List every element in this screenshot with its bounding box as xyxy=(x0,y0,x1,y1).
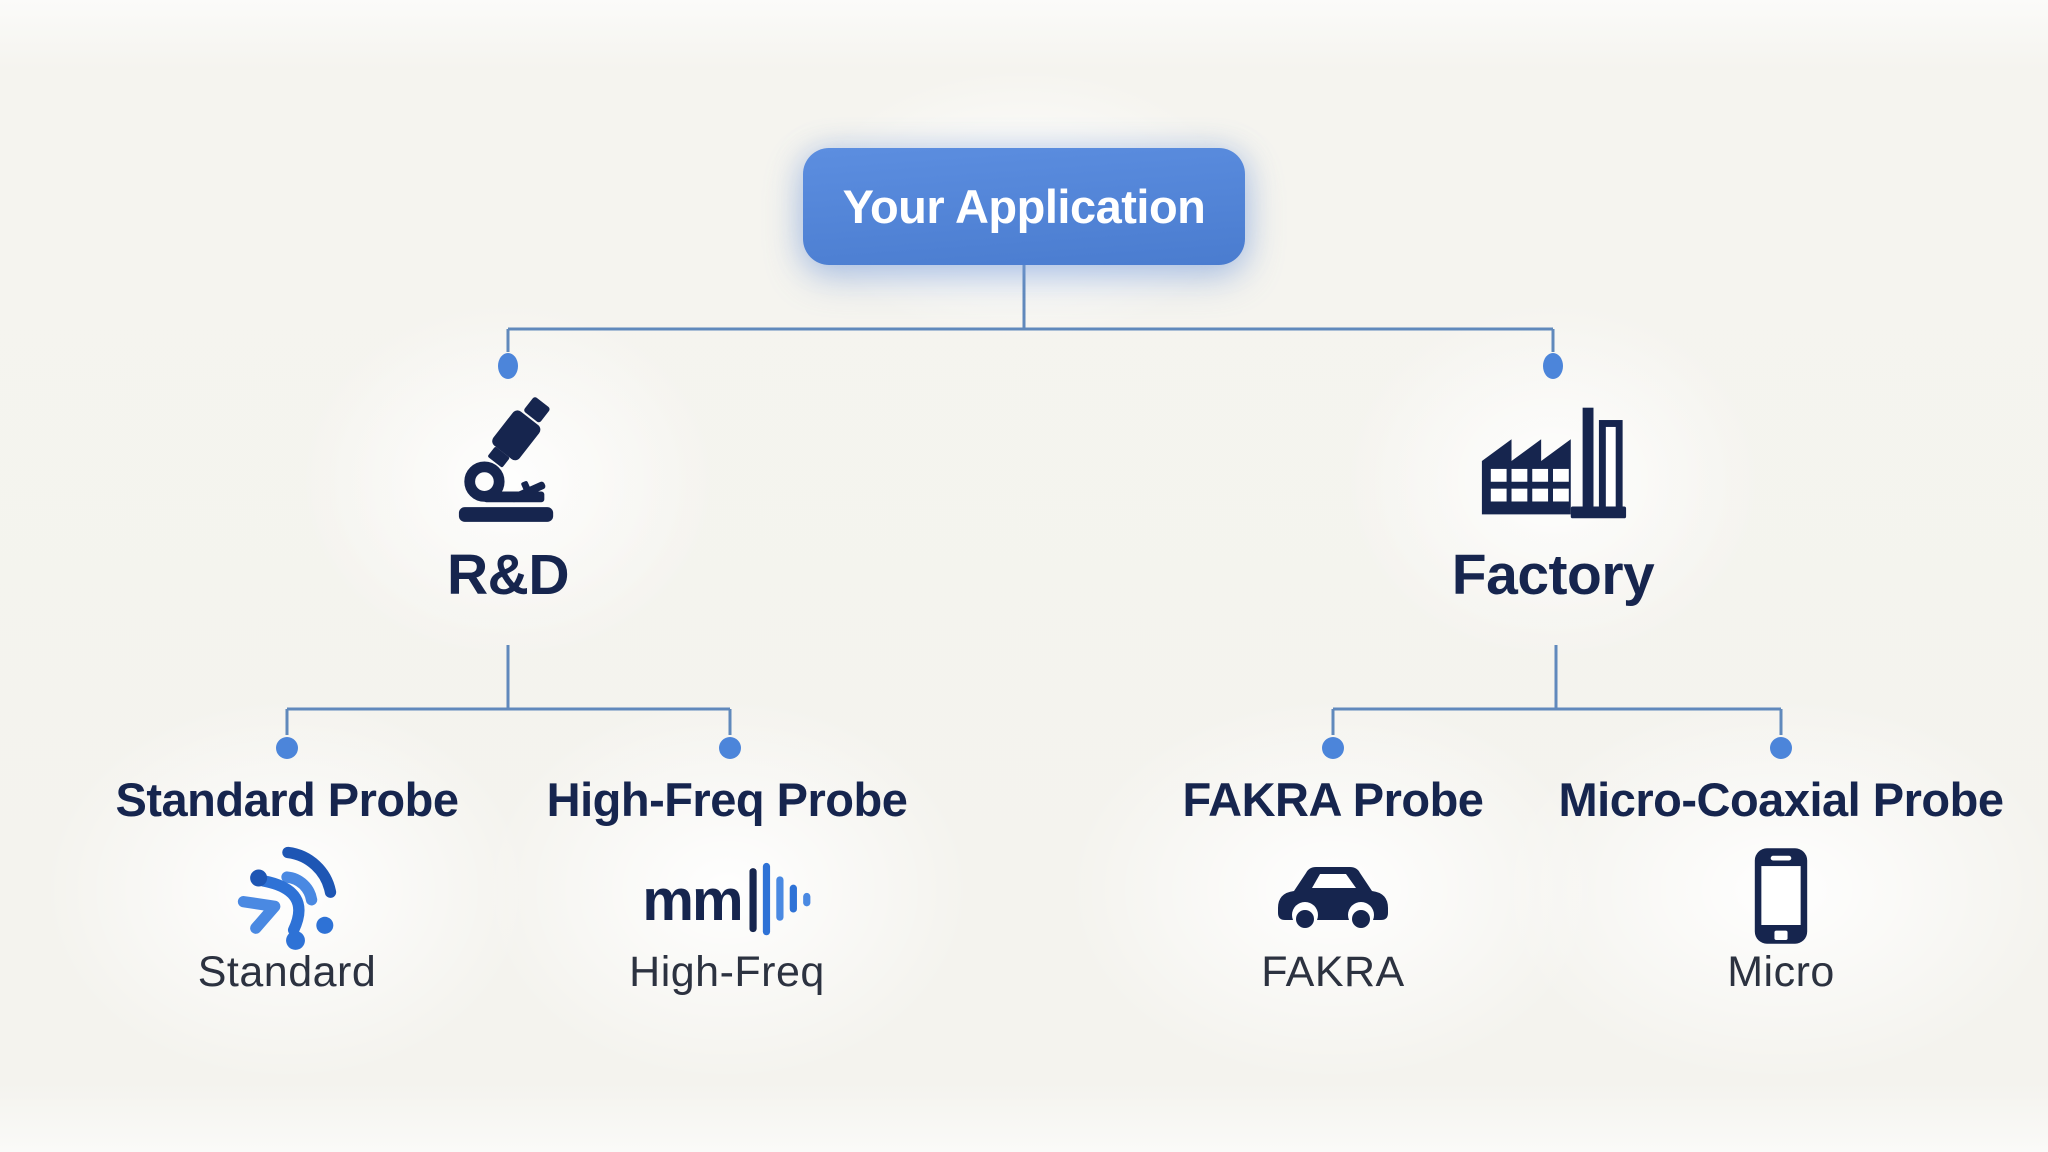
leaf-title-fakra-probe: FAKRA Probe xyxy=(1182,773,1484,826)
leaf-title-micro-coaxial-probe: Micro-Coaxial Probe xyxy=(1558,773,2004,826)
connector-dot xyxy=(719,737,741,759)
root-node-label: Your Application xyxy=(842,180,1206,233)
signal-scatter-icon xyxy=(235,840,339,952)
leaf-caption-standard: Standard xyxy=(197,948,377,996)
leaf-caption-micro: Micro xyxy=(1727,948,1835,996)
connector-dot xyxy=(498,353,518,379)
branch-label-rnd: R&D xyxy=(447,543,570,607)
microscope-icon xyxy=(454,388,562,536)
car-icon xyxy=(1268,840,1398,952)
factory-icon xyxy=(1474,388,1632,536)
branch-label-factory: Factory xyxy=(1451,543,1655,607)
leaf-title-standard-probe: Standard Probe xyxy=(115,773,459,826)
connector-dot xyxy=(1543,353,1563,379)
mmwave-mm-label: mm xyxy=(642,867,743,933)
connector-dot xyxy=(1770,737,1792,759)
connector-dot xyxy=(1322,737,1344,759)
mmwave-bars-icon: mm xyxy=(642,840,811,952)
smartphone-icon xyxy=(1752,840,1810,952)
leaf-caption-high-freq: High-Freq xyxy=(629,948,825,996)
leaf-title-high-freq-probe: High-Freq Probe xyxy=(546,773,908,826)
connector-dot xyxy=(276,737,298,759)
root-node: Your Application xyxy=(803,148,1245,265)
leaf-caption-fakra: FAKRA xyxy=(1261,948,1405,996)
